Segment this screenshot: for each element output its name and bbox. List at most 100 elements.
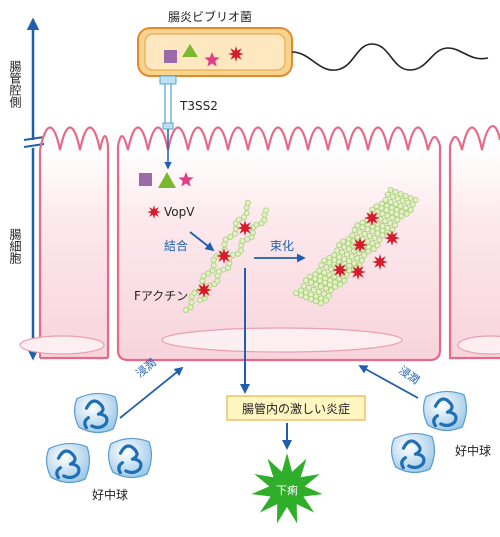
actin-labels: 結合 束化 Fアクチン: [134, 231, 306, 303]
actin-monomer: [341, 277, 348, 284]
actin-monomer: [371, 234, 378, 241]
actin-monomer: [244, 199, 251, 206]
vopv-legend-star-icon: [147, 205, 161, 219]
actin-monomer: [356, 228, 363, 235]
actin-monomer: [336, 241, 343, 248]
actin-monomer: [323, 264, 330, 271]
actin-monomer: [307, 296, 314, 303]
infiltration-arrow-left: [119, 366, 184, 419]
actin-monomer: [214, 277, 221, 284]
actin-monomer: [354, 222, 361, 229]
actin-monomer: [393, 211, 400, 218]
epithelium: [19, 125, 500, 362]
vopv-star-icon: [364, 210, 380, 226]
actin-monomer: [379, 210, 386, 217]
actin-monomer: [387, 220, 394, 227]
actin-monomer: [322, 297, 329, 304]
actin-monomer: [232, 225, 239, 232]
actin-monomer: [402, 192, 409, 199]
actin-monomer: [394, 216, 401, 223]
actin-monomer: [187, 304, 194, 311]
region-axis: 腸管腔側 腸細胞: [6, 17, 45, 361]
actin-monomer: [307, 279, 314, 286]
actin-monomer: [356, 249, 363, 256]
actin-monomer: [338, 249, 345, 256]
diarrhea-burst: 下痢: [251, 453, 323, 524]
actin-monomer: [373, 203, 380, 210]
vopv-star-icon: [350, 264, 366, 280]
actin-monomer: [317, 283, 324, 290]
actin-monomer: [358, 257, 365, 264]
neutrophil-icon: [73, 392, 119, 434]
actin-monomer: [249, 229, 256, 236]
actin-monomer: [374, 242, 381, 249]
actin-monomer: [348, 253, 355, 260]
actin-monomer: [315, 288, 322, 295]
nucleus-left: [19, 335, 105, 355]
neutrophil-label-left: 好中球: [92, 487, 128, 502]
vopv-star-icon: [237, 220, 253, 236]
actin-monomer: [322, 285, 329, 292]
actin-monomer: [402, 205, 409, 212]
actin-monomer: [302, 277, 309, 284]
actin-monomer: [326, 259, 333, 266]
neutrophils: [45, 390, 468, 484]
actin-monomer: [305, 284, 312, 291]
epithelial-cell-right: [450, 146, 500, 358]
actin-monomer: [320, 290, 327, 297]
actin-monomer: [263, 207, 270, 214]
actin-monomer: [205, 270, 212, 277]
actin-monomer: [374, 208, 381, 215]
actin-monomer: [392, 188, 399, 195]
f-actin-label: Fアクチン: [134, 289, 188, 303]
vibrio-bacterium: 腸炎ビブリオ菌: [137, 9, 489, 77]
actin-monomer: [343, 251, 350, 258]
actin-monomer: [354, 234, 361, 241]
actin-monomer: [316, 277, 323, 284]
actin-monomer: [369, 240, 376, 247]
actin-monomer: [253, 221, 260, 228]
actin-monomer: [221, 241, 228, 248]
actin-monomer: [321, 279, 328, 286]
vopv-star-icon: [352, 237, 368, 253]
bacterium-label: 腸炎ビブリオ菌: [168, 9, 252, 24]
vopv-star-icon: [216, 248, 232, 264]
actin-monomer: [389, 214, 396, 221]
actin-monomer: [382, 197, 389, 204]
actin-monomer: [321, 269, 328, 276]
actin-monomer: [374, 230, 381, 237]
actin-monomer: [388, 209, 395, 216]
vopv-label: VopV: [164, 205, 195, 219]
actin-monomer: [364, 238, 371, 245]
actin-monomer: [349, 232, 356, 239]
bundling-label: 束化: [270, 239, 294, 253]
actin-monomer: [377, 216, 384, 223]
actin-monomer: [235, 216, 242, 223]
actin-monomer: [243, 210, 250, 217]
actin-monomer: [300, 282, 307, 289]
actin-monomer: [404, 199, 411, 206]
effector-triangle-icon: [182, 44, 198, 57]
actin-monomer: [359, 224, 366, 231]
actin-monomer: [343, 272, 350, 279]
inflammation-label: 腸管内の激しい炎症: [242, 401, 350, 416]
neutrophil-icon: [422, 390, 468, 432]
effector-pink-star-icon: [204, 52, 220, 67]
neutrophil-icon: [390, 432, 436, 474]
infiltration-label-right: 浸潤: [396, 364, 421, 387]
vopv-star-icon: [384, 230, 400, 246]
actin-monomer: [364, 226, 371, 233]
actin-monomer: [387, 186, 394, 193]
actin-monomer: [328, 266, 335, 273]
actin-monomer: [398, 213, 405, 220]
actin-monomer: [222, 236, 229, 243]
actin-monomer: [302, 294, 309, 301]
actin-monomer: [312, 298, 319, 305]
actin-monomer: [379, 232, 386, 239]
actin-monomer: [407, 207, 414, 214]
epithelial-cell-left: [40, 146, 108, 358]
actin-monomer: [227, 233, 234, 240]
actin-monomer: [200, 273, 207, 280]
actin-monomer: [383, 207, 390, 214]
